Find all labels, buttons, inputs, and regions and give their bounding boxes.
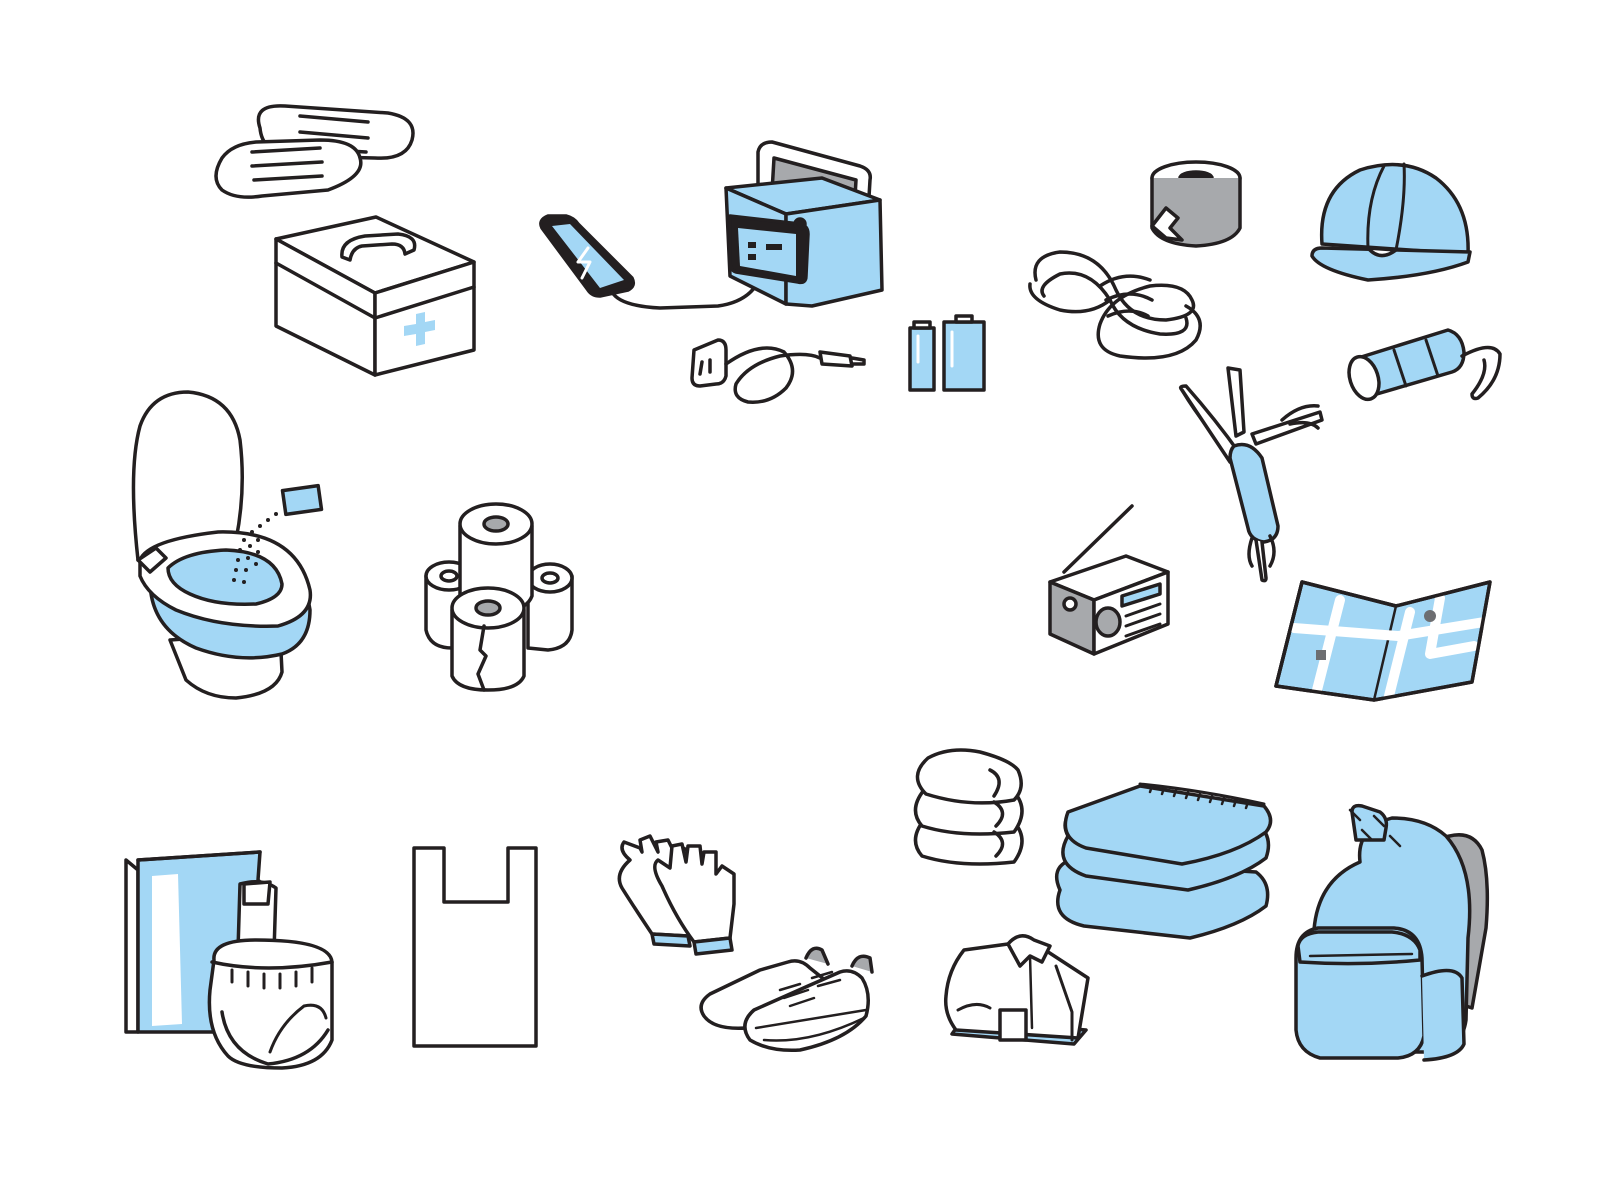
plastic-bag-icon (412, 846, 538, 1048)
folded-shirt-icon (943, 934, 1090, 1046)
flashlight-icon (1347, 328, 1502, 402)
radio-icon (1048, 504, 1170, 656)
work-gloves-icon (617, 834, 736, 956)
portable-power-station-icon (724, 140, 884, 308)
backpack-icon (1294, 803, 1490, 1062)
face-masks-icon (214, 104, 415, 199)
hard-hat-icon (1310, 162, 1472, 282)
blankets-icon (1054, 782, 1273, 940)
first-aid-kit-icon (274, 215, 476, 377)
sneakers-icon (699, 946, 874, 1053)
batteries-icon (908, 314, 986, 392)
portable-toilet-icon (131, 390, 324, 700)
smartphone-icon (539, 214, 766, 310)
rope-icon (1028, 250, 1202, 360)
hand-towels-icon (913, 748, 1024, 866)
charger-cable-icon (690, 338, 866, 404)
map-icon (1274, 580, 1492, 705)
toilet-paper-icon (424, 502, 574, 692)
duct-tape-icon (1150, 160, 1242, 248)
diapers-icon (124, 850, 334, 1070)
multi-tool-knife-icon (1178, 366, 1324, 583)
